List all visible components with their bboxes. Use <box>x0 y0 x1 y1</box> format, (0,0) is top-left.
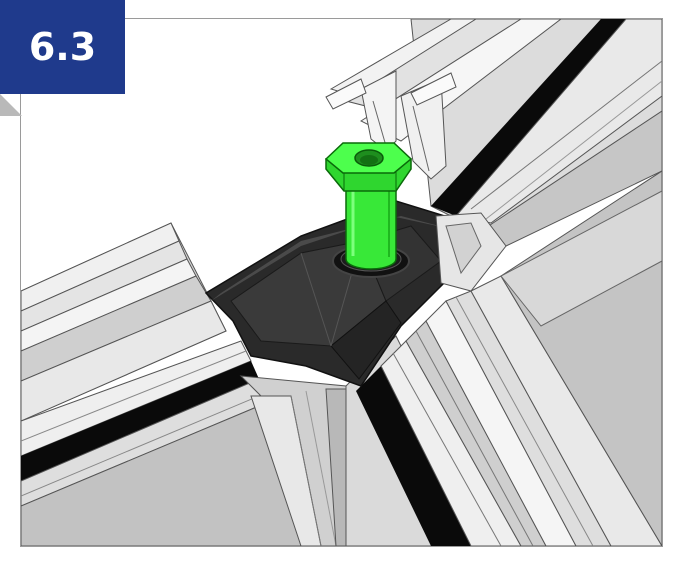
lower-right-hip-bar <box>345 170 662 546</box>
upper-right-glazing-bar <box>325 19 662 247</box>
illustration-frame <box>20 18 663 547</box>
lower-post-profile <box>239 375 347 546</box>
badge-corner-notch <box>0 94 22 116</box>
step-number-badge: 6.3 <box>0 0 125 94</box>
conservatory-junction-illustration <box>21 19 662 546</box>
left-eaves-profile <box>21 222 302 546</box>
hex-bolt-icon <box>324 142 413 270</box>
